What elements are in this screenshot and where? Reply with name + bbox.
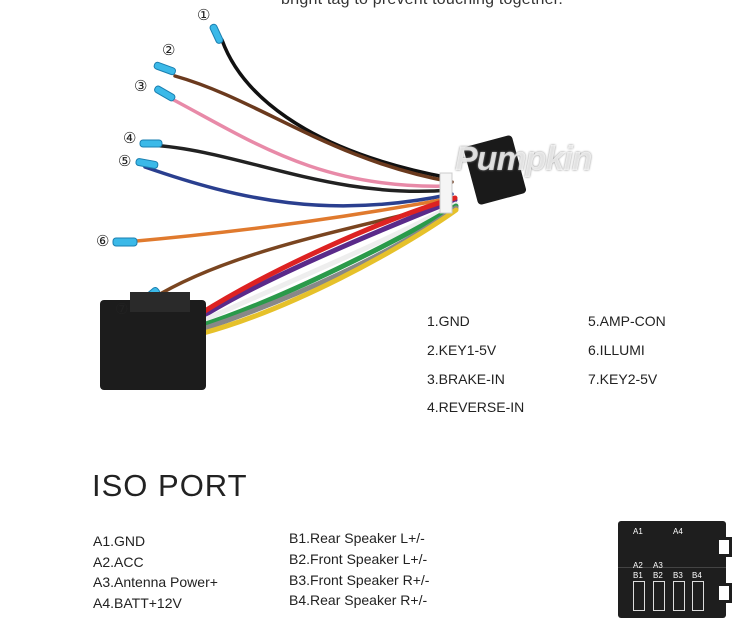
label-a1: A1 xyxy=(633,527,643,536)
b-pin: B4.Rear Speaker R+/- xyxy=(289,592,428,608)
legend-item: 7.KEY2-5V xyxy=(588,371,658,387)
legend-item: 4.REVERSE-IN xyxy=(427,399,525,415)
a-pin: A3.Antenna Power+ xyxy=(93,574,218,590)
wire-number-3: ③ xyxy=(134,78,148,95)
wire-1-black xyxy=(220,38,452,180)
label-b2: B2 xyxy=(653,571,663,580)
legend-item: 5.AMP-CON xyxy=(588,313,666,329)
wire-number-7: ⑦ xyxy=(115,301,129,318)
legend-item: 3.BRAKE-IN xyxy=(427,371,505,387)
a-pin: A4.BATT+12V xyxy=(93,595,182,611)
wire-4-black xyxy=(148,143,452,194)
wire-number-5: ⑤ xyxy=(118,153,132,170)
wire-number-1: ① xyxy=(197,7,211,24)
wire-5-blue xyxy=(143,165,454,208)
b-pin: B2.Front Speaker L+/- xyxy=(289,551,428,567)
b-pin: B1.Rear Speaker L+/- xyxy=(289,530,425,546)
watermark: Pumpkin xyxy=(455,140,593,178)
a-pin: A1.GND xyxy=(93,533,146,549)
wire-2-brown xyxy=(173,74,454,184)
legend-item: 6.ILLUMI xyxy=(588,342,645,358)
iso-connector-illustration xyxy=(100,300,206,390)
wire-number-6: ⑥ xyxy=(96,233,110,250)
a-pin: A2.ACC xyxy=(93,554,144,570)
iso-port-title: ISO PORT xyxy=(92,468,248,503)
label-a2: A2 xyxy=(633,561,643,570)
legend-item: 1.GND xyxy=(427,313,470,329)
wire-6-orange xyxy=(124,196,454,244)
top-note: bright tag to prevent touching together. xyxy=(281,0,563,9)
wire-number-2: ② xyxy=(162,42,176,59)
wire-number-4: ④ xyxy=(123,130,137,147)
label-a4: A4 xyxy=(673,527,683,536)
wiring-harness-illustration xyxy=(100,23,527,390)
wire-3-pink xyxy=(168,96,452,188)
label-b4: B4 xyxy=(692,571,702,580)
label-b1: B1 xyxy=(633,571,643,580)
label-b3: B3 xyxy=(673,571,683,580)
iso-connector-diagram: A1 A4 A2 A3 B1 B2 B3 B4 xyxy=(618,521,732,618)
label-a3: A3 xyxy=(653,561,663,570)
b-pin: B3.Front Speaker R+/- xyxy=(289,572,430,588)
radio-side-plug xyxy=(463,135,527,205)
legend-item: 2.KEY1-5V xyxy=(427,342,497,358)
